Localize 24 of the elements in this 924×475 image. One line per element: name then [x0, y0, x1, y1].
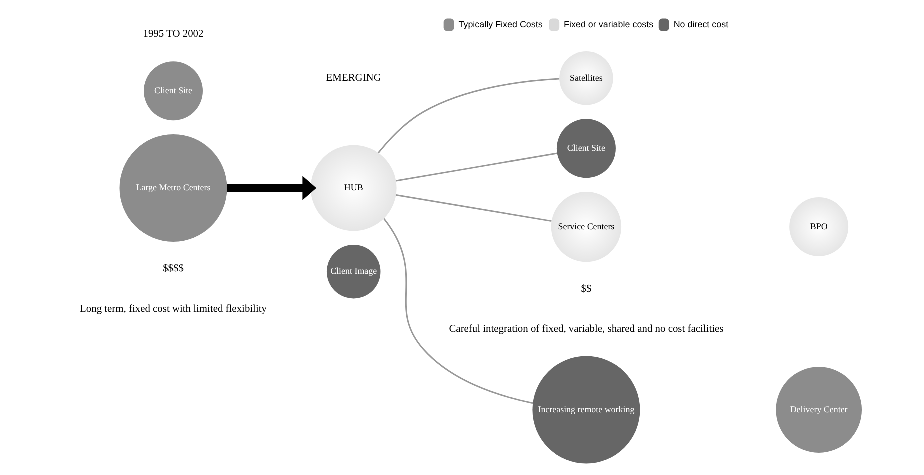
node-circle: Delivery Center [776, 367, 862, 453]
connector [383, 218, 533, 404]
label: $$ [580, 284, 592, 295]
label: Long term, fixed cost with limited flexibility [80, 304, 266, 315]
arrow [226, 176, 316, 200]
node-circle: Client Site [144, 62, 202, 121]
node-circle: BPO [789, 198, 848, 257]
legend-label: Fixed or variable costs [564, 19, 654, 30]
label: EMERGING [326, 73, 381, 84]
legend-label: Typically Fixed Costs [458, 19, 542, 30]
node-circle: Satellites [559, 52, 613, 106]
node-circle: Increasing remote working [532, 356, 640, 464]
label: Careful integration of fixed, variable, shared and no cost facilities [448, 324, 724, 336]
connector [396, 152, 557, 182]
connector [396, 194, 552, 222]
label: $$$$ [162, 264, 184, 275]
label: 1995 TO 2002 [142, 29, 204, 40]
node-circle: Large Metro Centers [119, 134, 227, 242]
connector [378, 78, 560, 154]
node-circle: Client Image [326, 244, 380, 299]
node-circle: Client Site [556, 119, 616, 178]
node-circle: Service Centers [550, 192, 622, 262]
legend-label: No direct cost [673, 19, 728, 30]
node-circle: HUB [310, 145, 396, 232]
